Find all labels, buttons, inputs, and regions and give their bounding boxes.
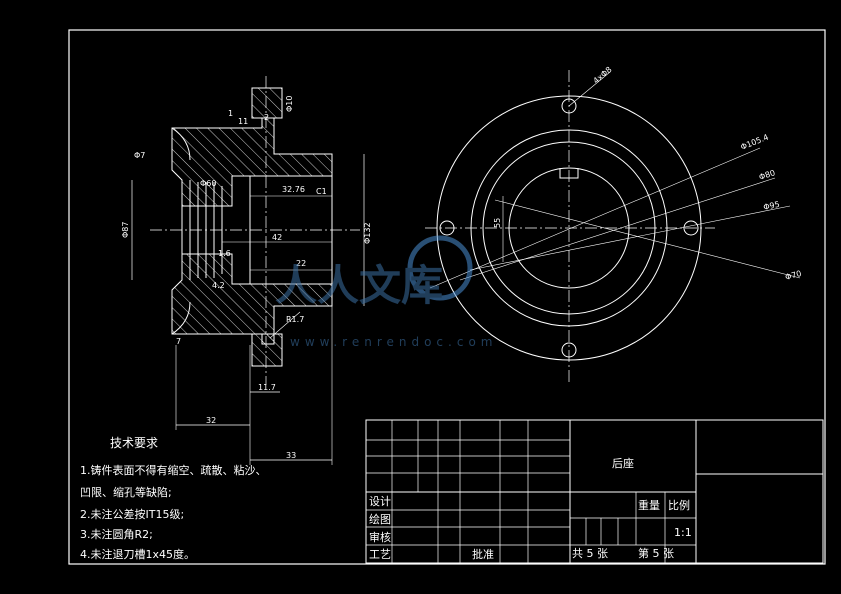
dim-top-hole: Φ10	[285, 96, 294, 112]
dim-22: 22	[296, 259, 306, 268]
tech-req-item-3: 2.未注公差按IT15级;	[80, 508, 185, 521]
section-view	[131, 76, 365, 465]
dim-c1: C1	[316, 187, 327, 196]
dim-left-small: Φ7	[134, 151, 145, 160]
dim-42: 42	[272, 233, 282, 242]
dim-32: 32	[206, 416, 216, 425]
top-boss	[251, 87, 283, 119]
watermark-logo-icon	[407, 235, 473, 301]
sheet-number: 第 5 张	[638, 546, 674, 560]
dim-key: 55	[493, 218, 502, 228]
dim-42b: 4.2	[212, 281, 225, 290]
watermark-url: www.renrendoc.com	[290, 335, 497, 349]
title-block	[365, 419, 824, 564]
dim-r17: R1.7	[286, 315, 304, 324]
front-view	[425, 70, 801, 385]
tech-req-item-5: 4.未注退刀槽1x45度。	[80, 548, 195, 561]
front-dim-labels: 4xΦ8 Φ105.4 Φ80 Φ95 Φ70 55	[493, 65, 802, 282]
sheet-total: 共 5 张	[572, 547, 608, 560]
section-upper-hatch	[171, 117, 333, 207]
dim-60: Φ60	[200, 179, 216, 188]
label-design: 设计	[369, 495, 391, 508]
watermark-brand: 人人文库	[275, 261, 443, 310]
dim-holes: 4xΦ8	[592, 65, 614, 86]
tech-req-item-1: 1.铸件表面不得有缩空、疏散、粘沙、	[80, 464, 267, 477]
tech-req-item-2: 凹限、缩孔等缺陷;	[80, 486, 172, 499]
dim-117: 11.7	[258, 383, 276, 392]
section-dim-labels: Φ10 Φ87 Φ132 Φ7 1 11 2 Φ60 32.76 C1 42 1…	[121, 96, 372, 460]
dim-80: Φ80	[758, 168, 776, 182]
part-name: 后座	[612, 456, 634, 470]
dim-3276: 32.76	[282, 185, 305, 194]
label-drawing: 绘图	[369, 512, 391, 526]
dim-11: 11	[238, 117, 248, 126]
dim-2: 2	[264, 113, 269, 122]
dim-1: 1	[228, 109, 233, 118]
dim-1054: Φ105.4	[739, 133, 769, 152]
dim-left-dia: Φ87	[121, 222, 130, 238]
dim-95: Φ95	[763, 200, 781, 212]
label-scale: 比例	[668, 498, 690, 512]
drawing-border	[68, 29, 826, 565]
label-approve: 批准	[472, 547, 494, 561]
label-process: 工艺	[369, 548, 391, 561]
dim-16: 1.6	[218, 249, 231, 258]
bolt-hole-right	[683, 220, 699, 236]
label-review: 审核	[369, 530, 391, 544]
dim-right-dia: Φ132	[363, 222, 372, 244]
dim-70: Φ70	[784, 269, 802, 282]
title-block-text: 后座 设计 绘图 审核 工艺 批准 重量 比例 1:1 共 5 张 第 5 张	[369, 456, 692, 561]
tech-req-item-4: 3.未注圆角R2;	[80, 528, 153, 541]
label-weight: 重量	[638, 498, 660, 512]
dim-7: 7	[176, 337, 181, 346]
dim-33: 33	[286, 451, 296, 460]
scale-value: 1:1	[674, 526, 692, 539]
watermark: 人人文库 www.renrendoc.com	[275, 235, 497, 349]
bottom-boss	[251, 333, 283, 367]
tech-req-title: 技术要求	[110, 436, 159, 450]
